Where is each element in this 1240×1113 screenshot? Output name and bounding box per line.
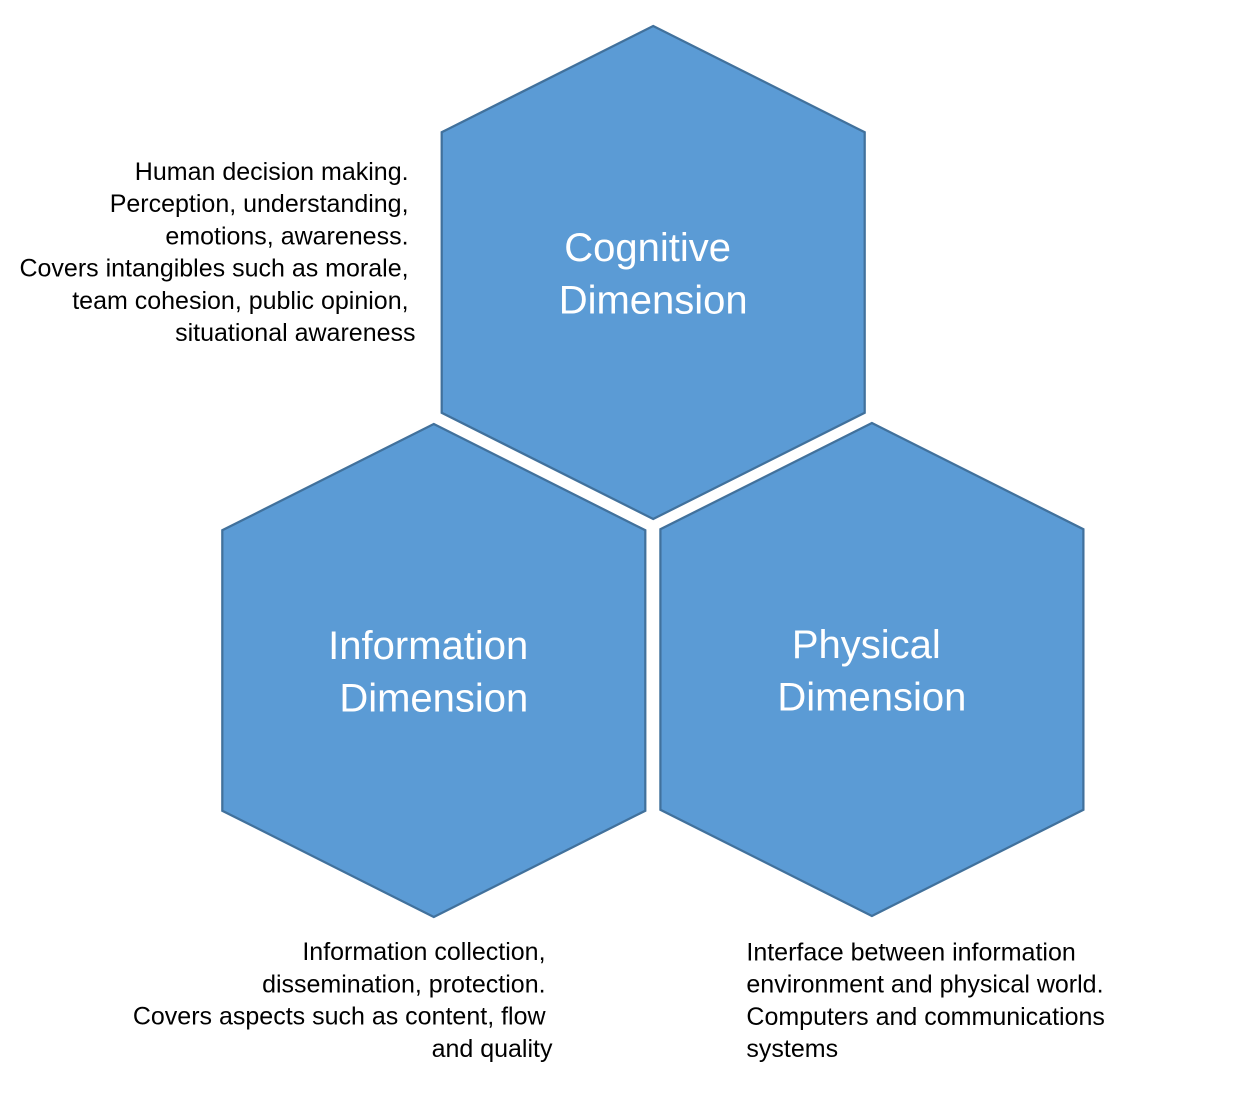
svg-text:Interface between information: Interface between information environmen…: [746, 938, 1111, 1063]
svg-text:Physical Dimension: Physical Dimension: [777, 623, 966, 720]
svg-text:Human decision making. Per: Human decision making. Perception, under…: [19, 158, 415, 347]
svg-text:Information Dimension: Information Dimension: [328, 624, 539, 721]
svg-text:Information collection, di: Information collection, dissemination, p…: [133, 938, 553, 1063]
svg-text:Cognitive Dimension: Cognitive Dimension: [559, 226, 748, 323]
